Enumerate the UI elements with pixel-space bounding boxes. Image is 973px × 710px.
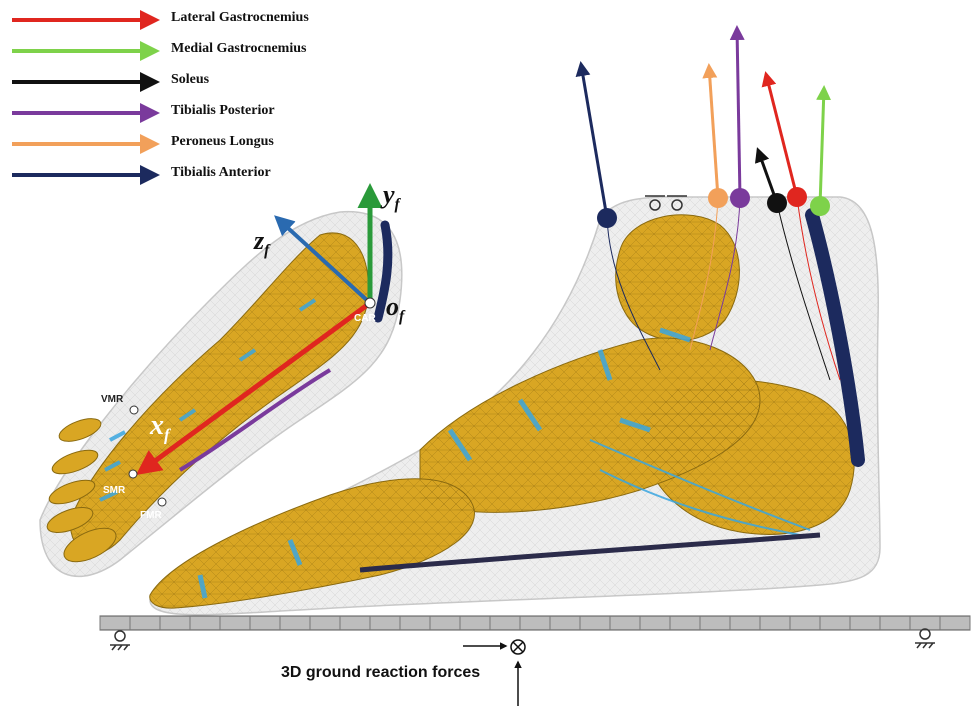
z-axis-label: zf — [254, 226, 269, 260]
muscle-insertion-point — [708, 188, 728, 208]
cross-force-icon — [511, 640, 525, 654]
muscle-insertion-point — [810, 196, 830, 216]
muscle-insertion-point — [787, 187, 807, 207]
muscle-force-arrow — [581, 64, 607, 218]
vmr-point — [130, 406, 138, 414]
origin-label: of — [386, 292, 404, 326]
legend-label: Tibialis Posterior — [171, 103, 275, 119]
legend-label: Lateral Gastrocnemius — [171, 10, 309, 26]
muscle-insertion-point — [767, 193, 787, 213]
fmr-point — [158, 498, 166, 506]
vmr-label: VMR — [101, 394, 123, 405]
ground-reaction-forces-label: 3D ground reaction forces — [281, 664, 480, 682]
muscle-insertion-point — [730, 188, 750, 208]
muscle-force-arrow — [709, 66, 718, 198]
ground-plate — [100, 616, 970, 630]
smr-label: SMR — [103, 485, 125, 496]
x-axis-label: xf — [150, 410, 170, 446]
legend-label: Medial Gastrocnemius — [171, 41, 306, 57]
muscle-insertion-point — [597, 208, 617, 228]
muscle-force-arrow — [820, 88, 824, 206]
legend-label: Peroneus Longus — [171, 134, 274, 150]
y-axis-label: yf — [383, 180, 400, 214]
legend-label: Soleus — [171, 72, 209, 88]
legend-label: Tibialis Anterior — [171, 165, 271, 181]
support-icon — [110, 629, 935, 650]
legend — [12, 20, 156, 175]
fmr-label: FMR — [140, 510, 162, 521]
car-label: CAR — [354, 313, 376, 324]
smr-point — [129, 470, 137, 478]
muscle-force-arrow — [737, 28, 740, 198]
muscle-force-arrow — [766, 74, 797, 197]
origin-point — [365, 298, 375, 308]
